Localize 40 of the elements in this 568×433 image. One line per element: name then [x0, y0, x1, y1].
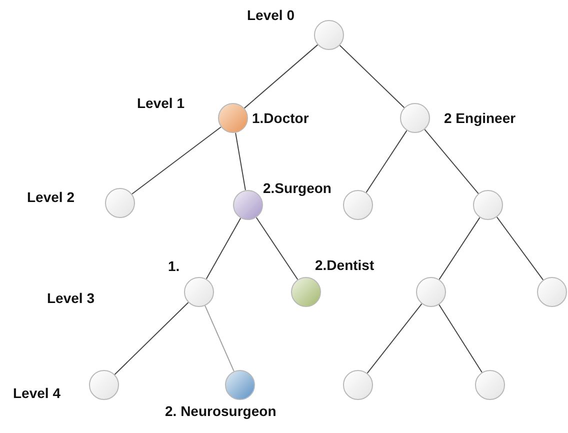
level-label: Level 1 [137, 95, 184, 111]
connector-line [366, 130, 408, 193]
connector-line [424, 129, 479, 194]
connector-line [496, 216, 544, 280]
tree-node-circle [314, 20, 344, 50]
connector-line [235, 132, 246, 191]
tree-node-circle [537, 277, 567, 307]
tree-node-circle [400, 103, 430, 133]
tree-node-circle [105, 188, 135, 218]
connector-line [438, 217, 480, 280]
connector-line [114, 302, 189, 375]
connector-line [204, 305, 234, 372]
level-label: Level 2 [27, 189, 74, 205]
node-label: 1. [168, 258, 180, 274]
tree-node-circle [343, 370, 373, 400]
node-label: 2 Engineer [444, 110, 516, 126]
level-label: Level 3 [47, 290, 94, 306]
connector-line [438, 304, 482, 373]
tree-node-circle [475, 370, 505, 400]
tree-node-circle [225, 370, 255, 400]
tree-node-circle [291, 277, 321, 307]
connector-line [256, 216, 298, 280]
node-label: 1.Doctor [252, 110, 309, 126]
level-label: Level 4 [13, 385, 60, 401]
connector-line [366, 303, 422, 374]
tree-node-circle [343, 190, 373, 220]
tree-node-circle [89, 370, 119, 400]
node-label: 2.Surgeon [263, 180, 332, 196]
tree-node-circle [184, 277, 214, 307]
connector-line [244, 44, 318, 109]
node-label: 2.Dentist [315, 257, 374, 273]
tree-node-circle [416, 277, 446, 307]
tree-node-circle [218, 103, 248, 133]
connector-line [339, 44, 405, 108]
level-label: Level 0 [247, 7, 294, 23]
tree-node-circle [233, 190, 263, 220]
connector-line [131, 126, 222, 194]
tree-node-circle [473, 190, 503, 220]
node-label: 2. Neurosurgeon [165, 403, 276, 419]
connector-line [206, 218, 242, 280]
